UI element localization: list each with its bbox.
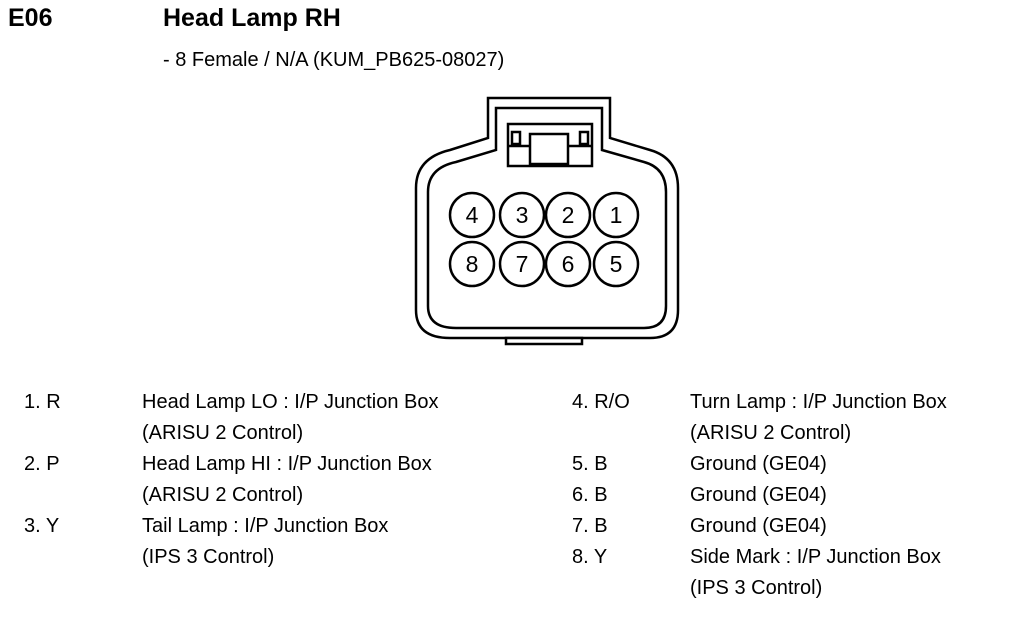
pin-description: Ground (GE04)	[690, 484, 827, 506]
latch-tab	[528, 132, 570, 166]
pin-id: 6. B	[572, 484, 608, 506]
latch-slot-right	[578, 130, 590, 146]
pin-circle	[448, 191, 496, 239]
connector-housing-outer	[414, 96, 680, 340]
pin-number: 5	[610, 251, 623, 277]
pin-cavity: 3	[498, 191, 546, 239]
pin-circle	[498, 191, 546, 239]
pin-description: (IPS 3 Control)	[142, 546, 275, 568]
pin-cavity: 8	[448, 240, 496, 288]
pin-number: 1	[610, 202, 623, 228]
pin-circle	[592, 240, 640, 288]
pin-circle	[498, 240, 546, 288]
pin-number: 6	[562, 251, 575, 277]
pin-number: 4	[466, 202, 479, 228]
pin-number: 7	[516, 251, 529, 277]
latch-slot-left	[510, 130, 522, 146]
pin-description: (ARISU 2 Control)	[690, 422, 852, 444]
pin-cavity: 4	[448, 191, 496, 239]
pin-id: 5. B	[572, 453, 608, 475]
connector-subtitle: - 8 Female / N/A (KUM_PB625-08027)	[163, 49, 505, 71]
pin-description: Turn Lamp : I/P Junction Box	[690, 391, 947, 413]
pin-number: 2	[562, 202, 575, 228]
pin-circle	[544, 191, 592, 239]
pin-group: 4 3 2 1 8 7 6 5	[448, 191, 640, 288]
pin-cavity: 7	[498, 240, 546, 288]
pin-cavity: 2	[544, 191, 592, 239]
pin-description: Head Lamp HI : I/P Junction Box	[142, 453, 432, 475]
pin-id: 3. Y	[24, 515, 60, 537]
pin-description: Tail Lamp : I/P Junction Box	[142, 515, 389, 537]
pin-number: 8	[466, 251, 479, 277]
pin-description: Ground (GE04)	[690, 515, 827, 537]
pin-description: Head Lamp LO : I/P Junction Box	[142, 391, 439, 413]
pin-description: (IPS 3 Control)	[690, 577, 823, 599]
page-title: Head Lamp RH	[163, 4, 341, 32]
pin-description: Ground (GE04)	[690, 453, 827, 475]
pin-cavity: 5	[592, 240, 640, 288]
pin-cavity: 6	[544, 240, 592, 288]
pin-description: Side Mark : I/P Junction Box	[690, 546, 941, 568]
pin-circle	[592, 191, 640, 239]
connector-key	[504, 336, 584, 346]
pin-id: 4. R/O	[572, 391, 630, 413]
pin-circle	[448, 240, 496, 288]
pin-id: 2. P	[24, 453, 60, 475]
connector-code: E06	[8, 4, 53, 32]
pin-number: 3	[516, 202, 529, 228]
pin-id: 1. R	[24, 391, 61, 413]
connector-diagram: 4 3 2 1 8 7 6 5	[414, 96, 680, 346]
connector-housing-inner	[426, 106, 668, 330]
pin-id: 8. Y	[572, 546, 608, 568]
pin-description: (ARISU 2 Control)	[142, 484, 304, 506]
pin-description: (ARISU 2 Control)	[142, 422, 304, 444]
pin-cavity: 1	[592, 191, 640, 239]
pin-id: 7. B	[572, 515, 608, 537]
pin-circle	[544, 240, 592, 288]
